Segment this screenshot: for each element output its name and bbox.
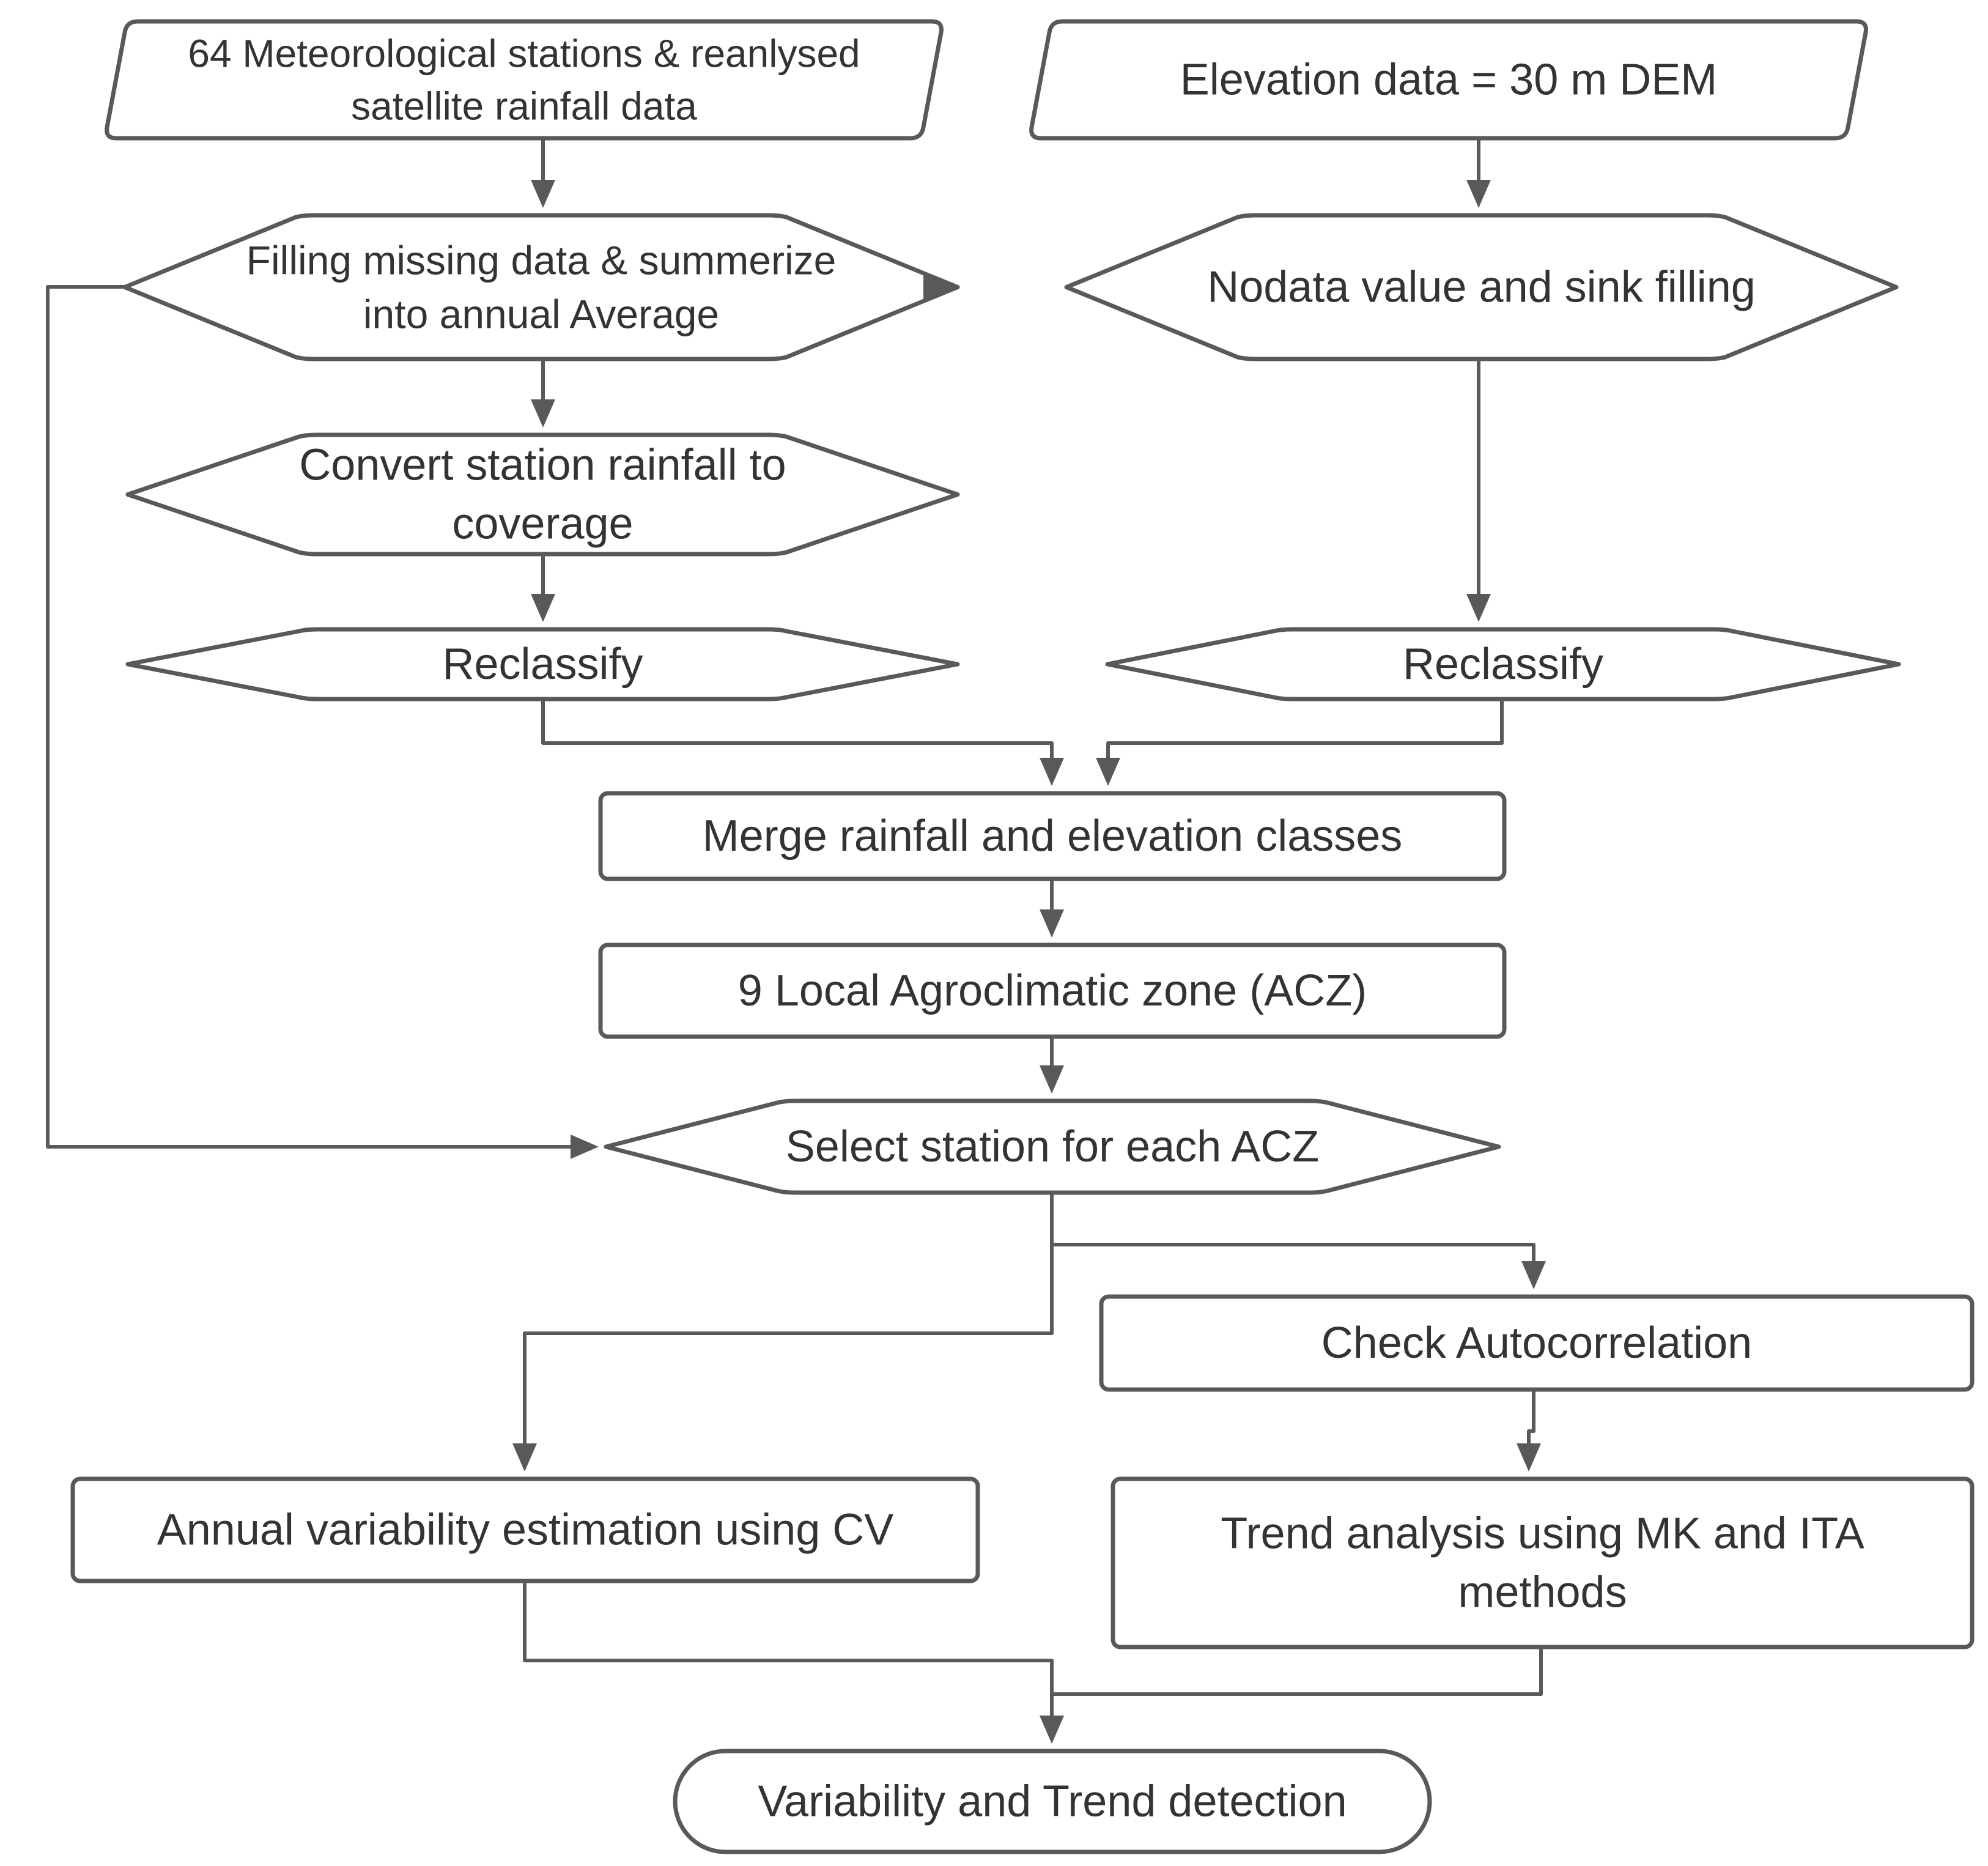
rectangle-shape bbox=[1099, 1294, 1975, 1392]
hexagon-shape bbox=[1064, 213, 1899, 361]
node-reclass-right: Reclassify bbox=[1105, 627, 1901, 702]
connectors bbox=[46, 138, 1546, 1744]
connector-reclass-left-to-merge bbox=[541, 699, 1064, 786]
node-label: Select station for each ACZ bbox=[786, 1122, 1319, 1171]
node-trend: Trend analysis using MK and ITA methods bbox=[1110, 1476, 1975, 1649]
arrowhead-icon bbox=[1466, 594, 1491, 622]
arrowhead-icon bbox=[1040, 909, 1064, 938]
hexagon-shape bbox=[604, 1098, 1501, 1195]
connector-merge-to-acz bbox=[1040, 879, 1064, 938]
node-label: Reclassify bbox=[1403, 640, 1603, 689]
hexagon-shape bbox=[125, 627, 960, 702]
terminator-shape bbox=[673, 1749, 1432, 1854]
connector-autocorr-to-trend bbox=[1517, 1390, 1541, 1472]
node-label: Annual variability estimation using CV bbox=[157, 1506, 894, 1555]
arrowhead-icon bbox=[1096, 758, 1120, 786]
connector-line bbox=[523, 1581, 1054, 1718]
arrowhead-icon bbox=[1040, 1065, 1064, 1094]
arrowhead-icon bbox=[571, 1135, 599, 1159]
connector-filling-to-convert bbox=[531, 359, 555, 428]
node-label: Merge rainfall and elevation classes bbox=[703, 812, 1403, 861]
connector-select-to-cv bbox=[512, 1245, 1054, 1472]
arrowhead-icon bbox=[923, 275, 958, 299]
hexagon-shape bbox=[1105, 627, 1901, 702]
node-label: 64 Meteorological stations & reanlysed bbox=[188, 32, 860, 76]
connector-elevation-to-nodata bbox=[1466, 138, 1491, 208]
connector-line bbox=[523, 1245, 1054, 1446]
rectangle-shape bbox=[598, 942, 1507, 1039]
node-label: Variability and Trend detection bbox=[758, 1777, 1347, 1826]
node-cv: Annual variability estimation using CV bbox=[70, 1476, 980, 1583]
connector-line bbox=[1106, 699, 1504, 760]
node-reclass-left: Reclassify bbox=[125, 627, 960, 702]
connector-filling-to-select bbox=[46, 285, 599, 1159]
connector-cv-to-result bbox=[523, 1581, 1064, 1744]
hexagon-shape bbox=[125, 432, 960, 557]
hexagon-shape bbox=[122, 213, 960, 361]
rectangle-shape bbox=[1110, 1476, 1975, 1649]
nodes: 64 Meteorological stations & reanlysed sa… bbox=[70, 19, 1975, 1854]
rectangle-shape bbox=[598, 791, 1507, 881]
node-autocorr: Check Autocorrelation bbox=[1099, 1294, 1975, 1392]
node-filling: Filling missing data & summerize into ann… bbox=[122, 213, 960, 361]
node-label: Trend analysis using MK and ITA bbox=[1221, 1509, 1864, 1558]
node-label: satellite rainfall data bbox=[351, 84, 697, 128]
arrowhead-icon bbox=[1040, 758, 1064, 786]
node-label: Nodata value and sink filling bbox=[1207, 263, 1756, 312]
arrowhead-icon bbox=[1517, 1443, 1541, 1472]
connector-line bbox=[541, 699, 1054, 760]
node-result: Variability and Trend detection bbox=[673, 1749, 1432, 1854]
node-label: Reclassify bbox=[442, 640, 643, 689]
connector-convert-to-reclass-left bbox=[531, 554, 555, 622]
arrowhead-icon bbox=[1521, 1261, 1546, 1289]
node-label: Convert station rainfall to bbox=[299, 441, 786, 490]
node-label: Filling missing data & summerize bbox=[246, 238, 837, 283]
arrowhead-icon bbox=[1040, 1716, 1064, 1744]
node-label: methods bbox=[1458, 1568, 1627, 1617]
node-elevation: Elevation data = 30 m DEM bbox=[1029, 19, 1868, 141]
node-label: Check Autocorrelation bbox=[1321, 1319, 1752, 1368]
node-select: Select station for each ACZ bbox=[604, 1098, 1501, 1195]
arrowhead-icon bbox=[531, 399, 555, 428]
filling-right-marker bbox=[923, 275, 958, 299]
node-met-stations: 64 Meteorological stations & reanlysed sa… bbox=[105, 19, 944, 141]
node-nodata: Nodata value and sink filling bbox=[1064, 213, 1899, 361]
connector-met-stations-to-filling bbox=[531, 138, 555, 208]
connector-reclass-right-to-merge bbox=[1096, 699, 1504, 786]
node-acz: 9 Local Agroclimatic zone (ACZ) bbox=[598, 942, 1507, 1039]
parallelogram-shape bbox=[105, 19, 944, 141]
node-label: coverage bbox=[452, 500, 633, 549]
node-merge: Merge rainfall and elevation classes bbox=[598, 791, 1507, 881]
arrowhead-icon bbox=[1466, 180, 1491, 208]
connector-select-to-autocorr bbox=[1050, 1193, 1546, 1289]
arrowhead-icon bbox=[531, 594, 555, 622]
node-label: Elevation data = 30 m DEM bbox=[1180, 56, 1717, 105]
connector-line bbox=[46, 285, 573, 1149]
node-label: 9 Local Agroclimatic zone (ACZ) bbox=[738, 966, 1367, 1015]
connector-line bbox=[1050, 1647, 1543, 1718]
connector-line bbox=[1527, 1390, 1535, 1446]
connector-nodata-to-reclass-right bbox=[1466, 359, 1491, 622]
connector-trend-to-result bbox=[1040, 1647, 1543, 1744]
connector-line bbox=[1050, 1193, 1535, 1264]
node-label: into annual Average bbox=[363, 292, 719, 337]
node-convert: Convert station rainfall to coverage bbox=[125, 432, 960, 557]
connector-acz-to-select bbox=[1040, 1037, 1064, 1094]
arrowhead-icon bbox=[512, 1443, 537, 1472]
rectangle-shape bbox=[70, 1476, 980, 1583]
parallelogram-shape bbox=[1029, 19, 1868, 141]
arrowhead-icon bbox=[531, 180, 555, 208]
